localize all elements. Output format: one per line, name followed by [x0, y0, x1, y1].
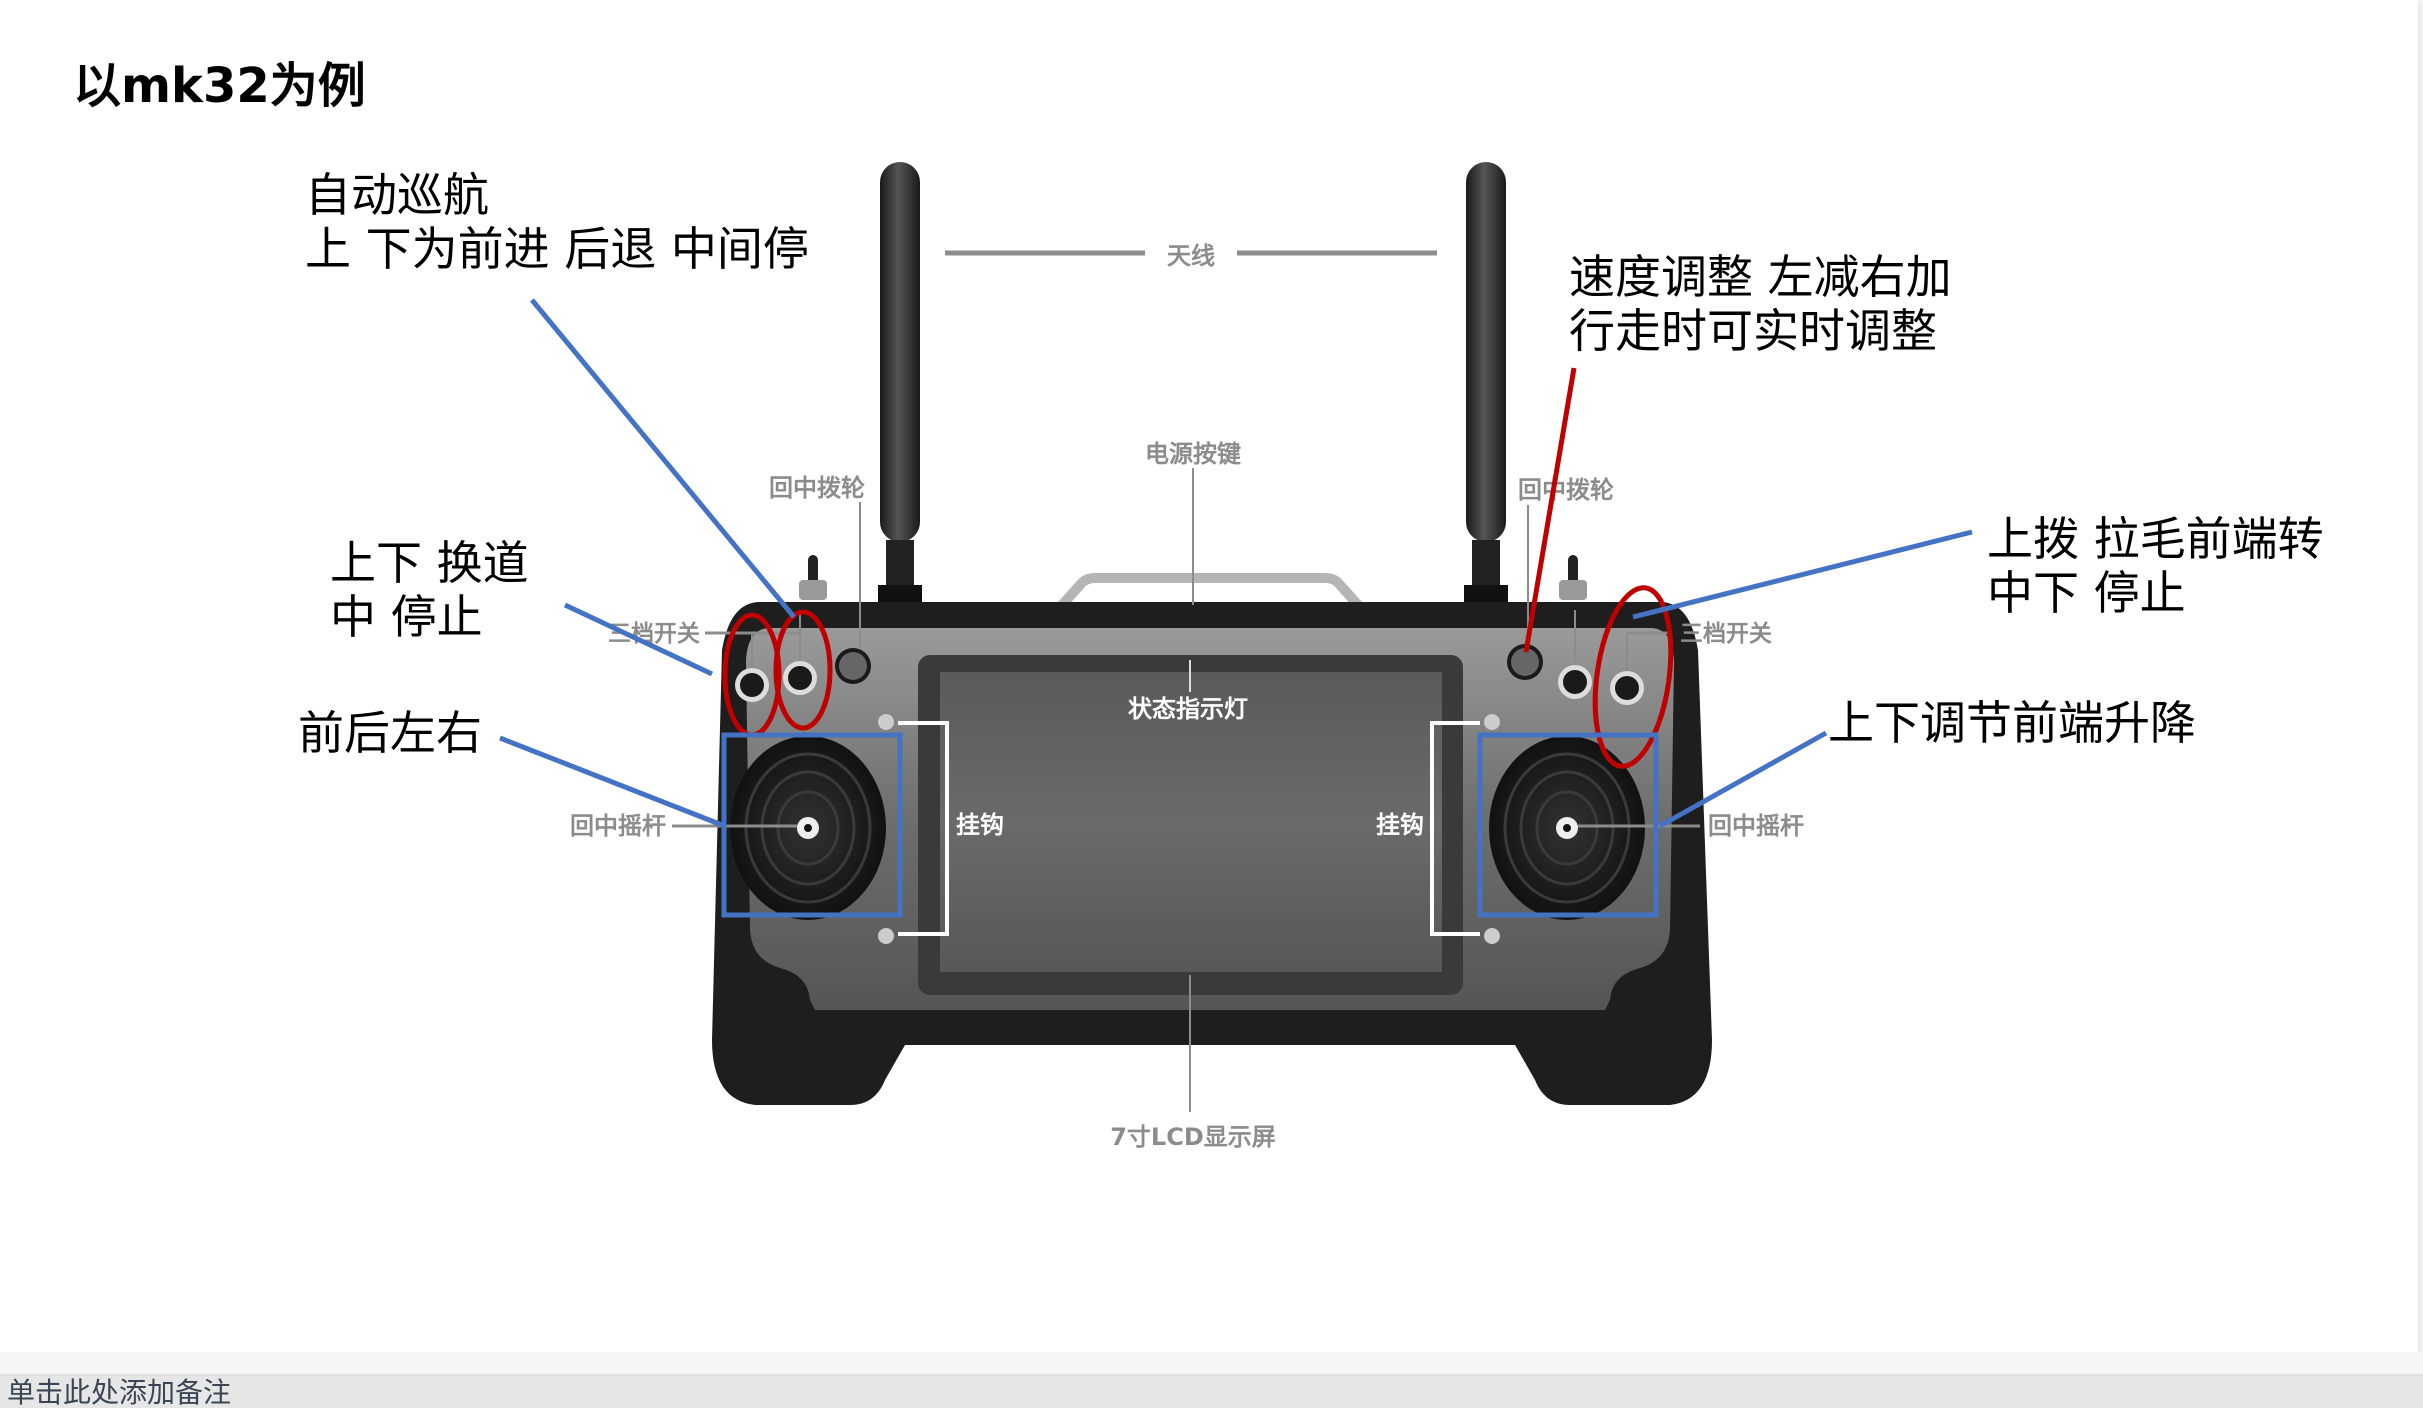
annotation-move: 前后左右 [298, 706, 482, 760]
annotation-lift: 上下调节前端升降 [1828, 696, 2196, 750]
pointer-speed [1523, 367, 1577, 653]
pointer-rotate [1632, 529, 1973, 620]
label-wheel-right: 回中拨轮 [1518, 476, 1614, 504]
wheel-left[interactable] [835, 648, 871, 684]
annotation-auto-cruise-line2: 上 下为前进 后退 中间停 [305, 222, 809, 276]
highlight-switch-left-2 [773, 609, 833, 731]
red-markers [722, 367, 1674, 769]
annotation-speed-line2: 行走时可实时调整 [1569, 304, 1937, 358]
lcd-screen [940, 672, 1442, 972]
wheel-right[interactable] [1507, 644, 1543, 680]
slide-canvas[interactable]: 天线 电源按键 回中拨轮 回中拨轮 三档开关 三档开关 状态指示灯 挂钩 挂钩 … [0, 0, 2418, 1352]
label-power-button: 电源按键 [1145, 440, 1241, 468]
toggle-left [799, 555, 827, 600]
joystick-right[interactable] [1489, 736, 1645, 920]
antenna-right [1464, 162, 1508, 605]
page-title: 以mk32为例 [73, 58, 366, 114]
controller-diagram: 天线 电源按键 回中拨轮 回中拨轮 三档开关 三档开关 状态指示灯 挂钩 挂钩 … [499, 162, 1973, 1151]
hook-brackets [898, 721, 1480, 936]
joystick-left[interactable] [730, 736, 886, 920]
label-wheel-left: 回中拨轮 [769, 474, 865, 502]
product-leader-lines [672, 250, 1700, 1112]
label-stick-left: 回中摇杆 [570, 812, 666, 840]
label-switch-right: 三档开关 [1680, 620, 1772, 647]
highlight-joystick-left [721, 732, 903, 918]
annotation-speed-line1: 速度调整 左减右加 [1569, 250, 1952, 304]
label-stick-right: 回中摇杆 [1708, 812, 1804, 840]
pointer-auto-cruise [530, 298, 796, 619]
notes-pane[interactable]: 单击此处添加备注 [0, 1376, 2423, 1408]
label-lcd: 7寸LCD显示屏 [1110, 1123, 1276, 1151]
switch-left-2[interactable] [783, 661, 817, 695]
highlight-joystick-right [1477, 732, 1659, 918]
switch-right-1[interactable] [1558, 665, 1592, 699]
antenna-left [878, 162, 922, 605]
label-hook-right: 挂钩 [1376, 811, 1424, 839]
notes-divider[interactable] [0, 1352, 2423, 1376]
pointer-lane [563, 602, 714, 677]
toggle-right [1559, 555, 1587, 600]
notes-placeholder[interactable]: 单击此处添加备注 [7, 1376, 232, 1408]
pointer-move [499, 735, 723, 828]
carry-handle [1058, 573, 1362, 609]
annotation-rotate-line1: 上拨 拉毛前端转 [1987, 512, 2324, 566]
annotation-auto-cruise-line1: 自动巡航 [305, 168, 489, 222]
label-hook-left: 挂钩 [956, 811, 1004, 839]
highlight-switch-right [1592, 585, 1674, 769]
annotation-rotate-line2: 中下 停止 [1987, 566, 2186, 620]
switch-right-2[interactable] [1610, 671, 1644, 705]
blue-markers [499, 298, 1973, 918]
label-status-light: 状态指示灯 [1128, 695, 1248, 723]
annotation-lane-line1: 上下 换道 [330, 536, 529, 590]
switch-left-1[interactable] [735, 668, 769, 702]
hook-screws [878, 714, 1500, 944]
annotation-lane-line2: 中 停止 [330, 590, 483, 644]
pointer-lift [1658, 730, 1828, 829]
label-antenna: 天线 [1167, 242, 1215, 270]
